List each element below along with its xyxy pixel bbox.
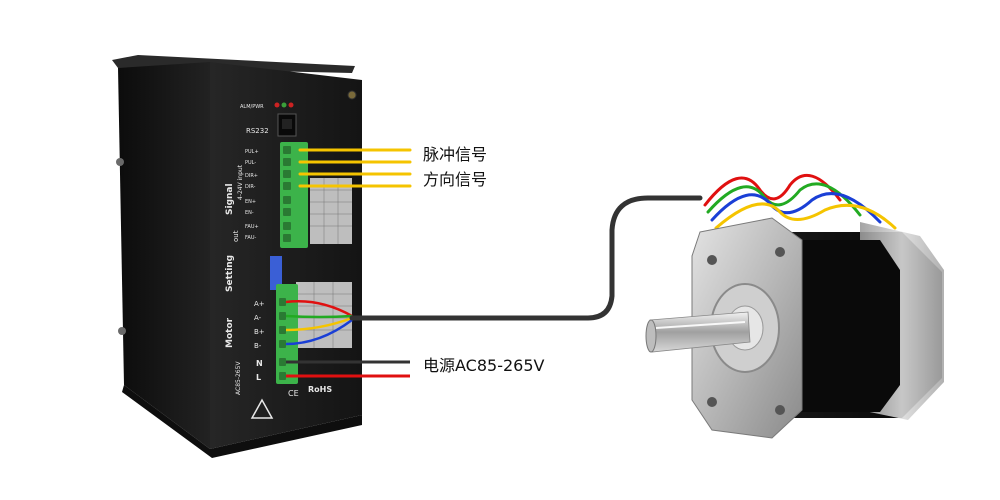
alm-pwr-label: ALM/PWR [240,104,264,110]
motor-terminal-screws [279,298,286,380]
mount-hole-icon [775,247,785,257]
pin-label: A- [254,314,262,322]
signal-wires [298,148,412,188]
alarm-led-icon [274,102,280,108]
pulse-signal-label: 脉冲信号 [423,145,488,164]
direction-signal-label: 方向信号 [423,170,488,189]
power-input-label: 电源AC85-265V [423,356,545,375]
pulse-table [296,282,352,348]
pin-label: FAU- [245,235,256,241]
signal-terminal-block[interactable] [280,142,308,248]
out-section-label: out [232,230,240,242]
mount-hole-icon [707,397,717,407]
high-voltage-warning-icon [250,398,274,419]
screw-icon [118,327,126,335]
dip-switch[interactable] [270,256,282,290]
signal-section-label: Signal [225,183,235,215]
ce-mark: CE [288,389,299,398]
power-led-icon [281,102,287,108]
screw-icon [116,158,124,166]
pulse-table-grid [296,282,352,348]
current-table [310,178,352,244]
motor-lead-wires [703,174,897,230]
motor-shaft-tip [645,319,657,353]
signal-terminal-screws [283,146,291,242]
wire-b-minus [285,318,353,346]
signal-pin-labels: PUL+ PUL- DIR+ DIR- EN+ EN- FAU+ FAU- [245,149,259,241]
rs232-port-inner [282,119,292,129]
mounting-flange-bottom [122,385,362,458]
pin-label: EN+ [245,199,256,205]
mount-hole-icon [775,405,785,415]
pin-label: A+ [254,300,265,308]
pin-label: PUL+ [245,149,259,155]
setting-section-label: Setting [225,255,235,292]
wire-b-plus [285,316,353,332]
rohs-mark: RoHS [308,385,332,394]
screw-icon [347,90,357,100]
motor-phase-wires [285,300,353,346]
pin-label: EN- [245,210,254,216]
driver-front-face [210,62,362,449]
stepper-motor [645,174,944,439]
power-section-label: AC85-265V [235,361,242,395]
stepper-driver: ALM/PWR RS232 Signal 4-24V input out Set… [112,55,362,458]
pin-label: PUL- [245,160,256,166]
rs232-label: RS232 [246,127,269,135]
current-table-grid [310,178,352,244]
motor-body-center [790,240,900,412]
pin-label: DIR+ [245,173,258,179]
status-led-icon [288,102,294,108]
pin-label: B- [254,342,262,350]
pin-label: FAU+ [245,224,259,230]
signal-input-sublabel: 4-24V input [237,164,244,200]
wire-a-plus [285,300,353,318]
motor-section-label: Motor [225,317,235,348]
power-wires [286,360,410,378]
mount-hole-icon [707,255,717,265]
wire-a-minus [285,314,353,319]
pin-label: DIR- [245,184,256,190]
pin-label: N [256,359,263,368]
shaft-flat [655,321,746,329]
pin-label: L [256,373,261,382]
driver-side-face [118,62,210,449]
pin-label: B+ [254,328,265,336]
motor-cable [349,195,703,321]
